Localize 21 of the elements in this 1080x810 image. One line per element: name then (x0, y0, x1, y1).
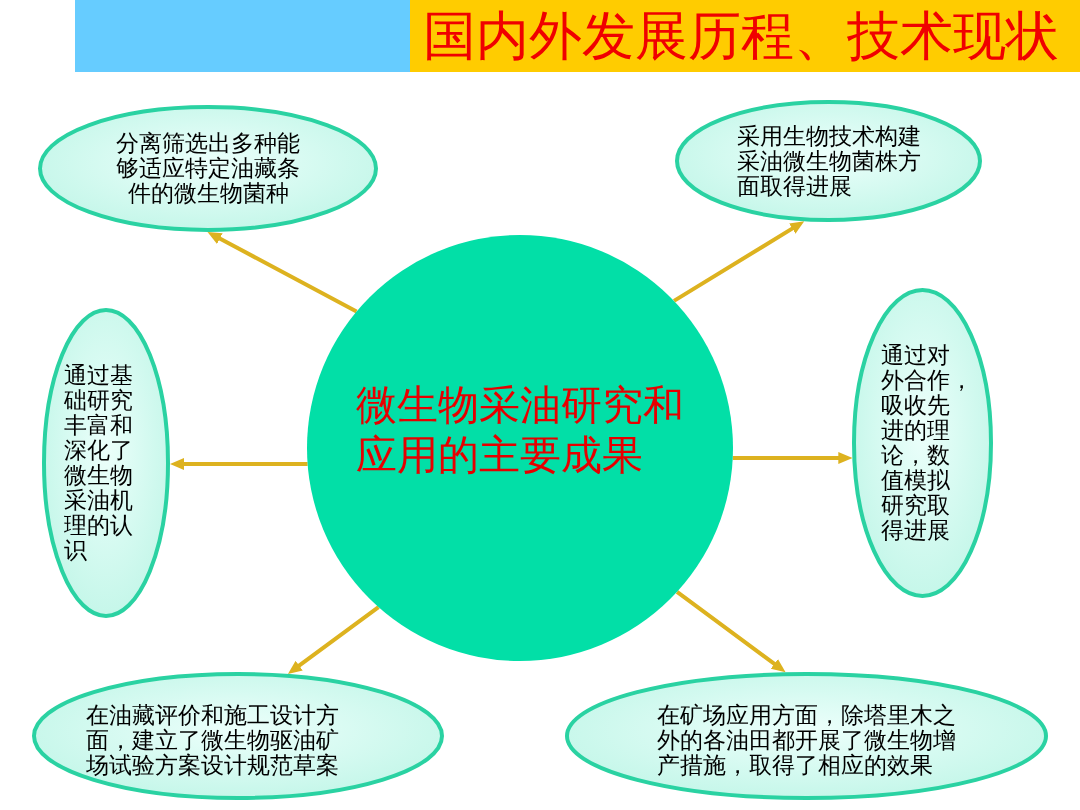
arrow (170, 458, 308, 470)
node-text: 通过基础研究丰富和深化了微生物采油机理的认识 (63, 363, 133, 563)
node-text: 在矿场应用方面，除塔里木之外的各油田都开展了微生物增产措施，取得了相应的效果 (657, 702, 956, 778)
node-text: 采用生物技术构建采油微生物菌株方面取得进展 (736, 123, 921, 199)
arrow (286, 605, 380, 676)
circle-node (307, 235, 733, 661)
arrow (672, 219, 806, 303)
oval-node (42, 308, 170, 618)
oval-node (565, 672, 1048, 800)
oval-node (852, 288, 993, 598)
oval-node (675, 100, 982, 222)
oval-node (38, 105, 378, 232)
slide-title: 国内外发展历程、技术现状 (423, 4, 1059, 68)
arrow (732, 452, 853, 464)
center-text: 微生物采油研究和应用的主要成果 (356, 380, 684, 480)
node-text: 在油藏评价和施工设计方面，建立了微生物驱油矿场试验方案设计规范草案 (85, 702, 339, 778)
arrow (206, 230, 358, 314)
arrow (675, 590, 787, 674)
node-text: 分离筛选出多种能够适应特定油藏条件的微生物菌种 (116, 131, 300, 206)
node-text: 通过对外合作，吸收先进的理论，数值模拟研究取得进展 (880, 343, 973, 543)
oval-node (32, 672, 444, 800)
